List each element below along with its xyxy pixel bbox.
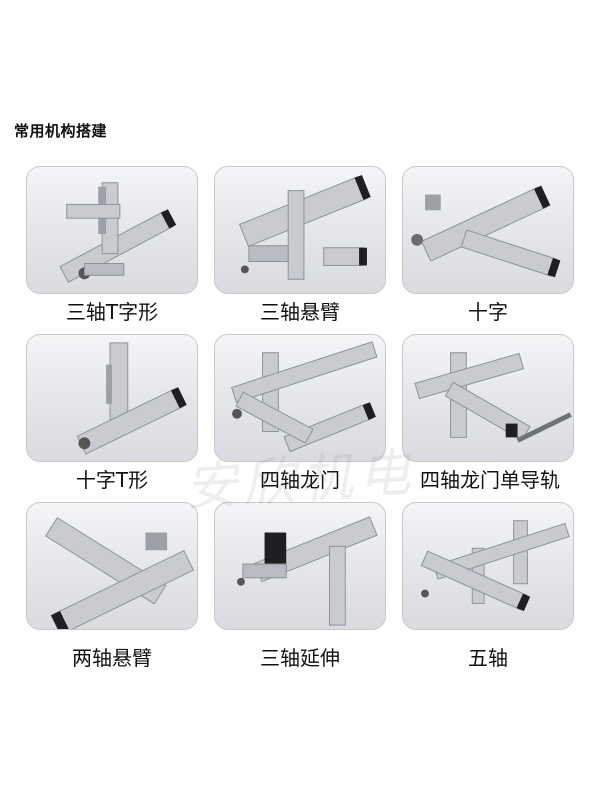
- card-two-axis-cantilever[interactable]: [26, 502, 198, 630]
- card-cross[interactable]: [402, 166, 574, 294]
- card-label: 四轴龙门单导轨: [420, 468, 560, 492]
- card-four-axis-gantry-single-rail[interactable]: [402, 334, 574, 462]
- four-axis-gantry-single-rail-mechanism-icon: [414, 352, 572, 443]
- card-three-axis-t[interactable]: [26, 166, 198, 294]
- card-label: 三轴悬臂: [260, 300, 340, 324]
- card-label: 三轴延伸: [260, 646, 340, 670]
- card-label: 四轴龙门: [260, 468, 340, 492]
- card-three-axis-cantilever[interactable]: [214, 166, 386, 294]
- five-axis-mechanism-icon: [420, 520, 570, 612]
- card-label: 两轴悬臂: [72, 646, 152, 670]
- three-axis-cantilever-mechanism-icon: [238, 175, 371, 280]
- card-four-axis-gantry[interactable]: [214, 334, 386, 462]
- four-axis-gantry-mechanism-icon: [230, 341, 378, 453]
- card-label: 十字: [468, 300, 508, 324]
- cross-t-mechanism-icon: [76, 342, 187, 455]
- three-axis-extension-mechanism-icon: [237, 516, 378, 626]
- section-heading: 常用机构搭建: [14, 122, 108, 140]
- cross-mechanism-icon: [411, 185, 561, 278]
- three-axis-t-mechanism-icon: [59, 182, 177, 283]
- card-label: 五轴: [468, 646, 508, 670]
- card-label: 三轴T字形: [65, 300, 159, 324]
- card-five-axis[interactable]: [402, 502, 574, 630]
- card-label: 十字T形: [75, 468, 149, 492]
- card-three-axis-extension[interactable]: [214, 502, 386, 630]
- card-cross-t[interactable]: [26, 334, 198, 462]
- two-axis-cantilever-mechanism-icon: [45, 516, 195, 629]
